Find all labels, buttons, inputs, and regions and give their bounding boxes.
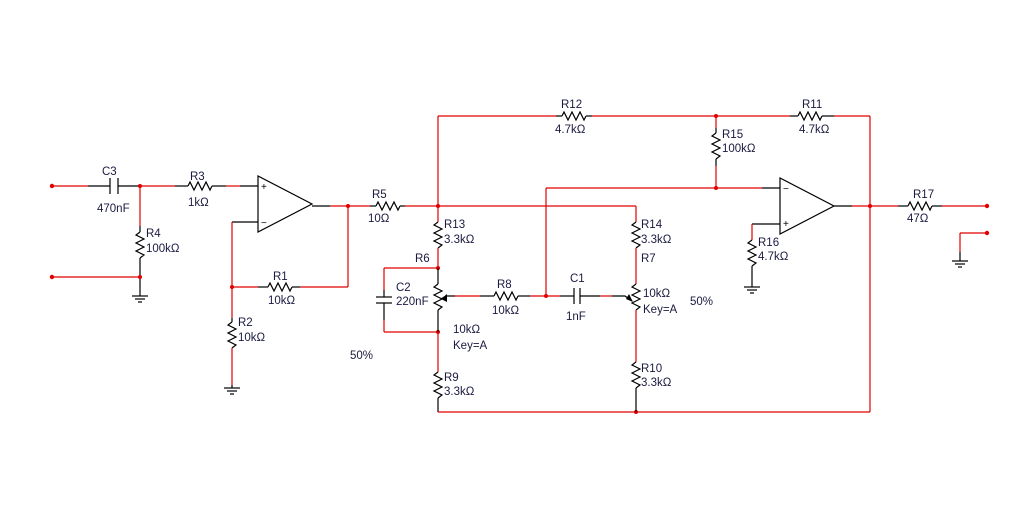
input-terminal-2[interactable] bbox=[49, 274, 55, 280]
r3-value: 1kΩ bbox=[188, 197, 209, 209]
r2-ref: R2 bbox=[238, 317, 253, 329]
r11-ref: R11 bbox=[802, 99, 822, 111]
c1-value: 1nF bbox=[566, 311, 586, 323]
potentiometer-r6[interactable] bbox=[432, 268, 455, 332]
r5-ref: R5 bbox=[372, 189, 387, 201]
input-wires bbox=[49, 183, 240, 296]
r6-value: 10kΩ bbox=[453, 324, 481, 336]
capacitor-c3[interactable] bbox=[109, 178, 119, 194]
resistor-r13[interactable] bbox=[432, 206, 444, 268]
r4-ref: R4 bbox=[146, 228, 161, 240]
r17-value: 47Ω bbox=[907, 213, 929, 225]
r6-setting: 50% bbox=[350, 350, 373, 362]
opamp1-minus-pin: − bbox=[261, 218, 267, 229]
r15-ref: R15 bbox=[722, 129, 743, 141]
r13-value: 3.3kΩ bbox=[444, 234, 475, 246]
r2-value: 10kΩ bbox=[238, 332, 266, 344]
ground-symbol-3 bbox=[744, 286, 760, 294]
resistor-r3[interactable] bbox=[175, 180, 226, 192]
input-terminal-1[interactable] bbox=[49, 183, 55, 189]
r6-key: Key=A bbox=[453, 340, 488, 352]
potentiometer-r7[interactable] bbox=[612, 283, 642, 311]
resistor-r15[interactable] bbox=[710, 116, 722, 166]
resistor-r8[interactable] bbox=[480, 290, 530, 302]
capacitor-c2[interactable] bbox=[376, 290, 392, 320]
r7-key: Key=A bbox=[643, 304, 678, 316]
r9-value: 3.3kΩ bbox=[444, 386, 475, 398]
r7-setting: 50% bbox=[690, 296, 713, 308]
ground-symbol-1 bbox=[132, 295, 148, 303]
r9-ref: R9 bbox=[444, 372, 459, 384]
r8-value: 10kΩ bbox=[492, 305, 520, 317]
r15-value: 100kΩ bbox=[722, 143, 756, 155]
resistor-r1[interactable] bbox=[258, 281, 300, 293]
opamp2-plus-pin: + bbox=[783, 219, 789, 230]
r10-value: 3.3kΩ bbox=[641, 377, 672, 389]
resistor-r5[interactable] bbox=[370, 200, 405, 212]
r12-value: 4.7kΩ bbox=[555, 124, 586, 136]
r17-ref: R17 bbox=[913, 189, 934, 201]
ground-symbol-2 bbox=[224, 387, 240, 395]
resistor-r9[interactable] bbox=[432, 371, 444, 412]
output-terminal-2[interactable] bbox=[984, 230, 990, 236]
resistor-r16[interactable] bbox=[746, 239, 758, 287]
opamp-2[interactable] bbox=[752, 177, 852, 235]
r6-ref: R6 bbox=[415, 253, 430, 265]
resistor-r4[interactable] bbox=[134, 226, 146, 259]
r14-value: 3.3kΩ bbox=[641, 234, 672, 246]
r3-ref: R3 bbox=[190, 171, 205, 183]
r11-value: 4.7kΩ bbox=[799, 124, 830, 136]
r5-value: 10Ω bbox=[368, 213, 390, 225]
c2-value: 220nF bbox=[396, 296, 429, 308]
r10-ref: R10 bbox=[641, 363, 662, 375]
c3-value: 470nF bbox=[97, 203, 130, 215]
resistor-r17[interactable] bbox=[898, 200, 942, 212]
r14-ref: R14 bbox=[641, 219, 663, 231]
ground-symbol-4 bbox=[952, 260, 968, 268]
r7-ref: R7 bbox=[641, 253, 656, 265]
c2-ref: C2 bbox=[396, 282, 411, 294]
opamp2-minus-pin: − bbox=[783, 184, 789, 195]
resistor-r11[interactable] bbox=[790, 110, 834, 122]
resistor-r10[interactable] bbox=[630, 361, 642, 412]
r8-ref: R8 bbox=[497, 279, 512, 291]
c1-ref: C1 bbox=[570, 273, 585, 285]
r1-value: 10kΩ bbox=[268, 295, 296, 307]
r16-value: 4.7kΩ bbox=[758, 251, 789, 263]
opamp-1[interactable] bbox=[232, 175, 330, 233]
r1-ref: R1 bbox=[273, 271, 288, 283]
c3-ref: C3 bbox=[102, 166, 117, 178]
r16-ref: R16 bbox=[758, 237, 779, 249]
resistor-r12[interactable] bbox=[556, 110, 592, 122]
r13-ref: R13 bbox=[444, 219, 465, 231]
r7-value: 10kΩ bbox=[643, 288, 671, 300]
r4-value: 100kΩ bbox=[146, 243, 180, 255]
resistor-r2[interactable] bbox=[226, 287, 238, 388]
resistor-r14[interactable] bbox=[630, 221, 642, 249]
capacitor-c1[interactable] bbox=[560, 288, 600, 304]
r12-ref: R12 bbox=[561, 99, 582, 111]
output-terminal-1[interactable] bbox=[984, 203, 990, 209]
opamp1-plus-pin: + bbox=[261, 182, 267, 193]
